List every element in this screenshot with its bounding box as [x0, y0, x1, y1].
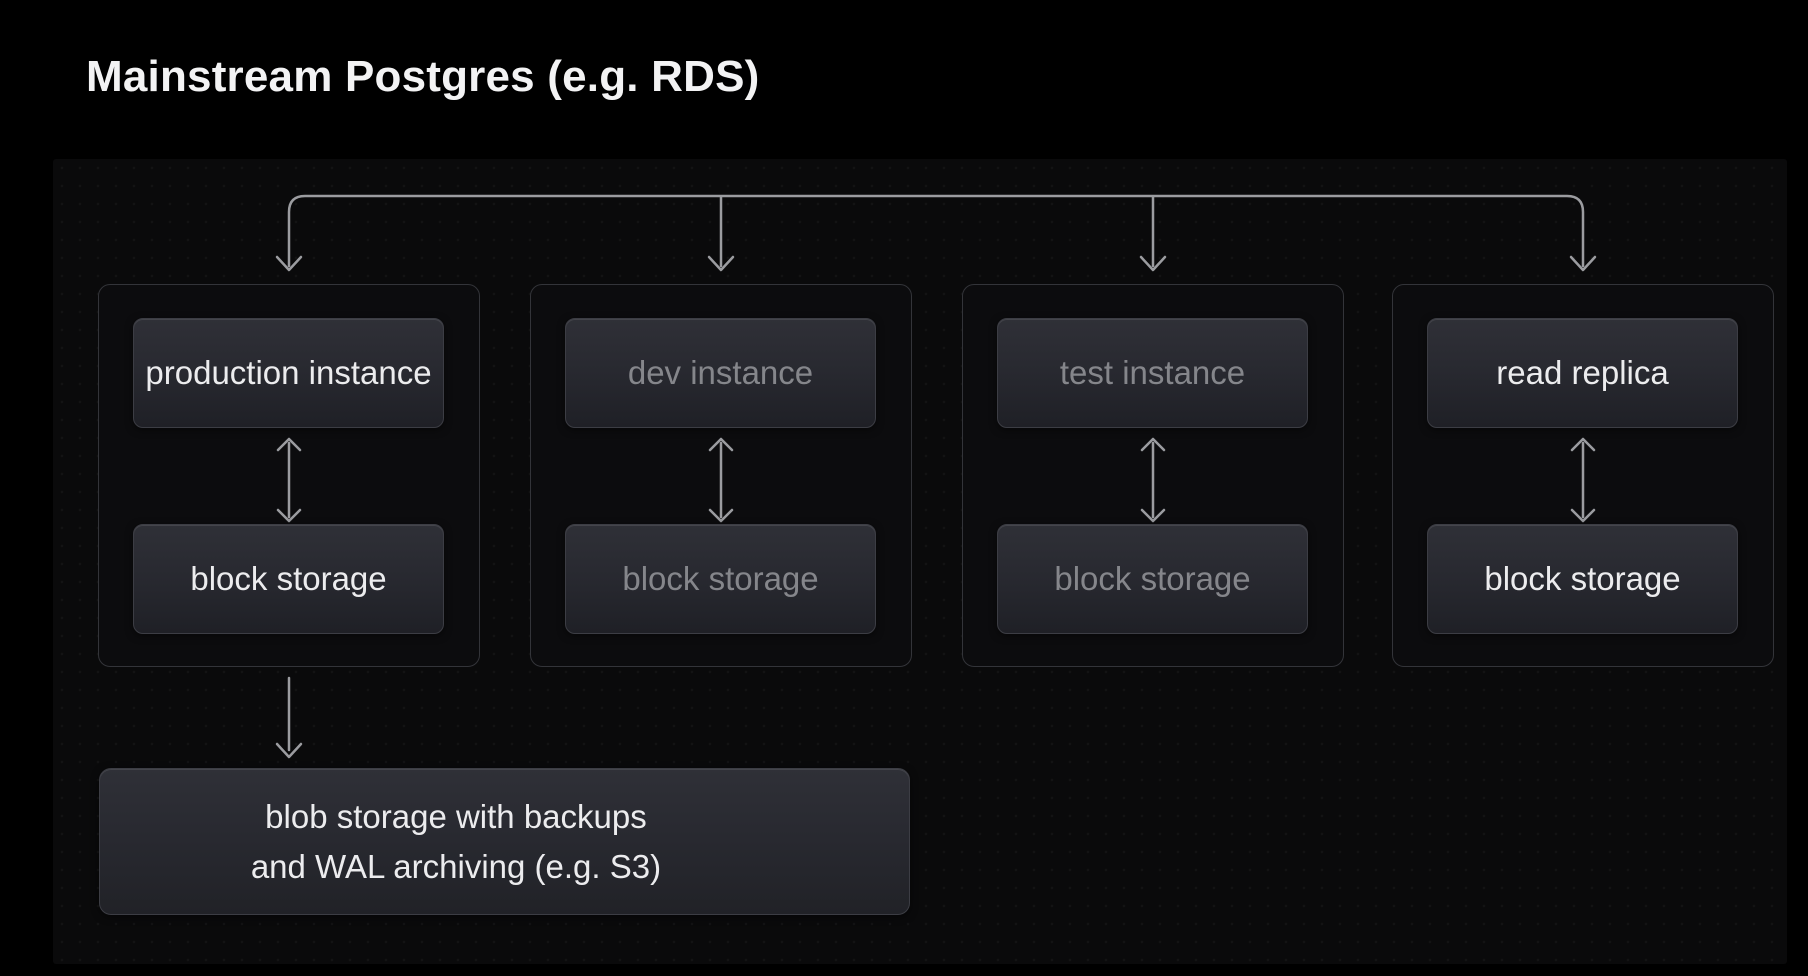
node-label: production instance: [145, 354, 432, 391]
blob-storage-label: blob storage with backups and WAL archiv…: [251, 792, 661, 892]
node-production-instance: production instance: [133, 318, 444, 428]
node-label: block storage: [622, 560, 819, 597]
double-arrow-icon: [1140, 437, 1166, 523]
node-block-storage: block storage: [133, 524, 444, 634]
blob-storage-label-line2: and WAL archiving (e.g. S3): [250, 847, 662, 885]
node-label: block storage: [190, 560, 387, 597]
node-label: block storage: [1054, 560, 1251, 597]
node-blob-storage: blob storage with backups and WAL archiv…: [99, 768, 910, 915]
node-label: read replica: [1496, 354, 1669, 391]
node-label: dev instance: [627, 354, 814, 391]
group-read-replica: read replica block storage: [1392, 284, 1774, 667]
double-arrow-icon: [276, 437, 302, 523]
group-production: production instance block storage: [98, 284, 480, 667]
double-arrow-icon: [1570, 437, 1596, 523]
node-block-storage: block storage: [1427, 524, 1738, 634]
node-test-instance: test instance: [997, 318, 1308, 428]
node-read-replica: read replica: [1427, 318, 1738, 428]
group-test: test instance block storage: [962, 284, 1344, 667]
node-block-storage: block storage: [997, 524, 1308, 634]
node-dev-instance: dev instance: [565, 318, 876, 428]
double-arrow-icon: [708, 437, 734, 523]
blob-storage-label-line1: blob storage with backups: [265, 797, 647, 835]
node-block-storage: block storage: [565, 524, 876, 634]
node-label: block storage: [1484, 560, 1681, 597]
page-title: Mainstream Postgres (e.g. RDS): [86, 52, 760, 101]
node-label: test instance: [1059, 354, 1246, 391]
group-dev: dev instance block storage: [530, 284, 912, 667]
